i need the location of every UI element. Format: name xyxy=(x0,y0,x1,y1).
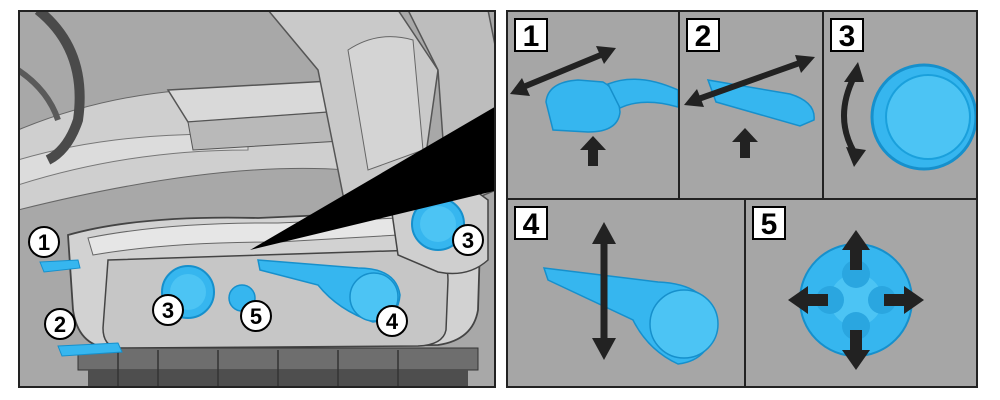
svg-text:5: 5 xyxy=(250,304,262,329)
callout-1: 1 xyxy=(28,226,60,258)
detail-panel-3: 3 xyxy=(824,12,976,198)
svg-text:3: 3 xyxy=(462,228,474,253)
callout-2: 2 xyxy=(44,308,76,340)
svg-text:2: 2 xyxy=(54,312,66,337)
detail-panel-1: 1 xyxy=(508,12,678,198)
callout-4: 4 xyxy=(376,305,408,337)
panel-number-4: 4 xyxy=(514,206,548,241)
callout-layer: 1 2 3 3 5 4 xyxy=(28,224,484,340)
callout-5: 5 xyxy=(240,300,272,332)
panel-number-1: 1 xyxy=(514,18,548,53)
detail-panel-2: 2 xyxy=(680,12,822,198)
seat-illustration xyxy=(20,12,494,386)
detail-grid: 1 2 3 4 xyxy=(506,10,978,388)
panel-number-5: 5 xyxy=(752,206,786,241)
detail-panel-4: 4 xyxy=(508,200,744,386)
callout-3-upper: 3 xyxy=(452,224,484,256)
seat-overview-panel: 1 2 3 3 5 4 xyxy=(18,10,496,388)
detail-panel-5: 5 xyxy=(746,200,976,386)
svg-text:1: 1 xyxy=(38,230,50,255)
callout-3-lower: 3 xyxy=(152,294,184,326)
panel-number-3: 3 xyxy=(830,18,864,53)
svg-text:4: 4 xyxy=(386,309,399,334)
svg-text:3: 3 xyxy=(162,298,174,323)
panel-number-2: 2 xyxy=(686,18,720,53)
